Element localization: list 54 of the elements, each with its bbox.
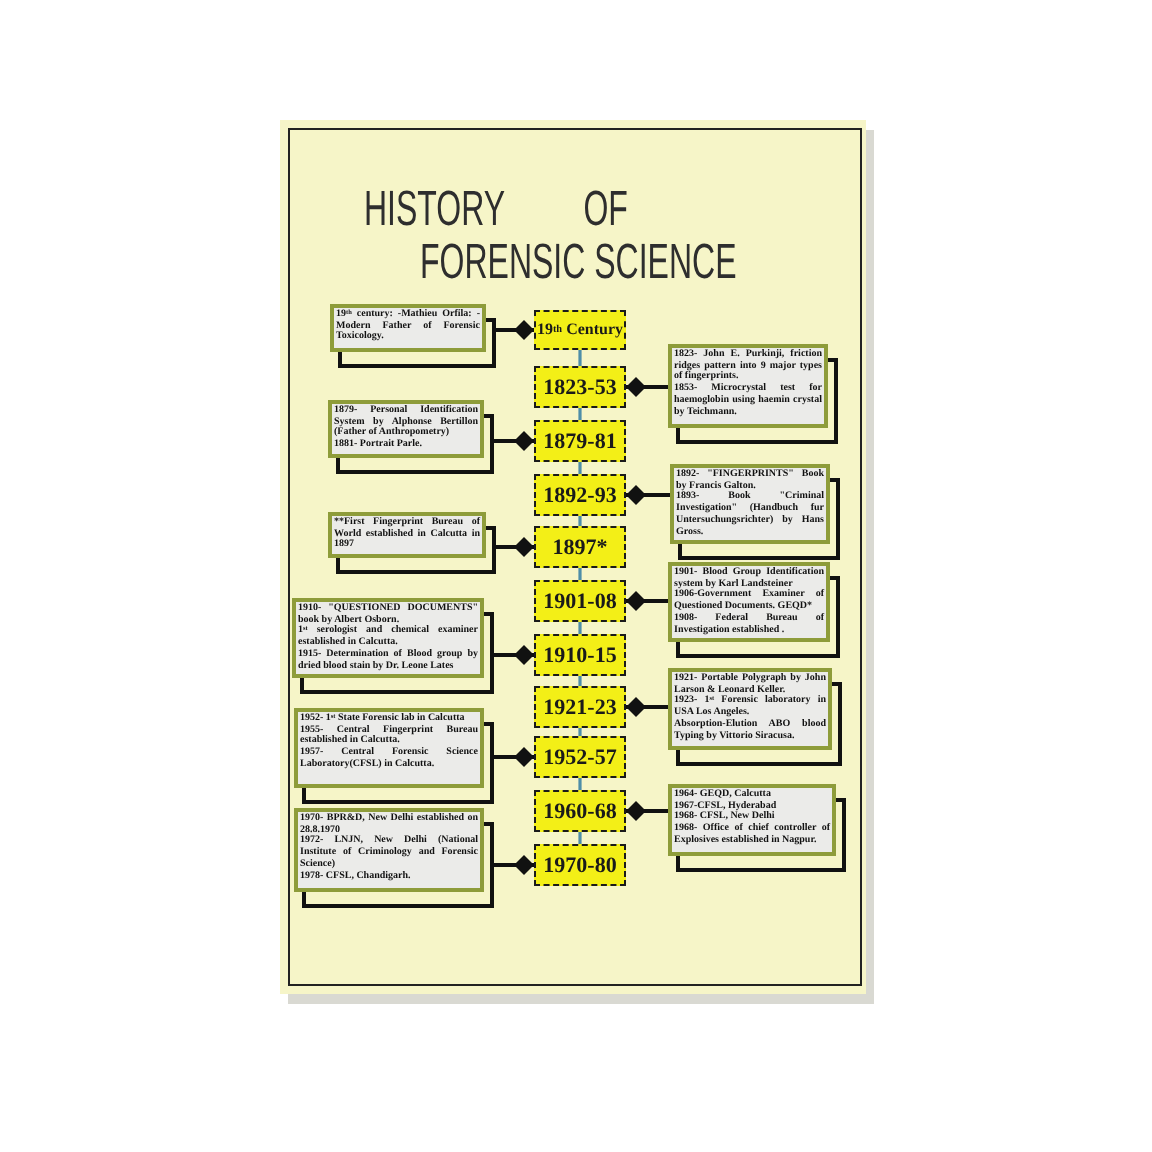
year-label: 1823-53: [543, 375, 617, 399]
diamond-connector: [626, 591, 668, 611]
year-box: [534, 420, 626, 462]
note-box: [328, 400, 494, 474]
diamond-connector: [494, 855, 534, 875]
year-label: 1910-15: [543, 643, 617, 667]
note-box: [294, 808, 494, 908]
year-box: [534, 790, 626, 832]
year-box: [534, 580, 626, 622]
connector-line: [578, 462, 582, 474]
year-label: 1960-68: [543, 799, 617, 823]
diamond-connector: [496, 537, 534, 557]
connector-line: [578, 728, 582, 736]
diamond-connector: [626, 801, 668, 821]
diamond-connector: [626, 377, 668, 397]
connector-line: [578, 622, 582, 634]
note-box: [294, 708, 494, 804]
note-box: [670, 464, 840, 560]
year-label: 1970-80: [543, 853, 617, 877]
diamond-connector: [626, 697, 668, 717]
connector-line: [578, 408, 582, 420]
note-box: [668, 344, 838, 444]
note-box: [668, 668, 842, 766]
year-box: [534, 526, 626, 568]
connector-line: [578, 568, 582, 580]
connector-line: [578, 350, 582, 366]
year-label: 1892-93: [543, 483, 617, 507]
poster-title: HISTORY OF FORENSIC SCIENCE: [364, 188, 739, 293]
connector-line: [578, 676, 582, 686]
year-box: [534, 366, 626, 408]
diamond-connector: [494, 747, 534, 767]
diamond-connector: [494, 645, 534, 665]
year-box: [534, 474, 626, 516]
year-box: [534, 634, 626, 676]
year-label: 1952-57: [543, 745, 617, 769]
year-label: 1921-23: [543, 695, 617, 719]
note-box: [668, 784, 846, 872]
diamond-connector: [496, 320, 534, 340]
year-label: 1901-08: [543, 589, 617, 613]
year-label: 1879-81: [543, 429, 617, 453]
year-box: [534, 686, 626, 728]
year-label: 1897*: [552, 535, 608, 559]
note-box: [330, 304, 496, 368]
year-box: [534, 310, 626, 350]
note-box: [292, 598, 494, 694]
year-box: [534, 736, 626, 778]
connector-line: [578, 832, 582, 844]
connector-line: [578, 778, 582, 790]
note-box: [668, 562, 840, 658]
note-box: [328, 512, 496, 574]
diamond-connector: [494, 431, 534, 451]
connector-line: [578, 516, 582, 526]
diamond-connector: [626, 485, 670, 505]
year-box: [534, 844, 626, 886]
